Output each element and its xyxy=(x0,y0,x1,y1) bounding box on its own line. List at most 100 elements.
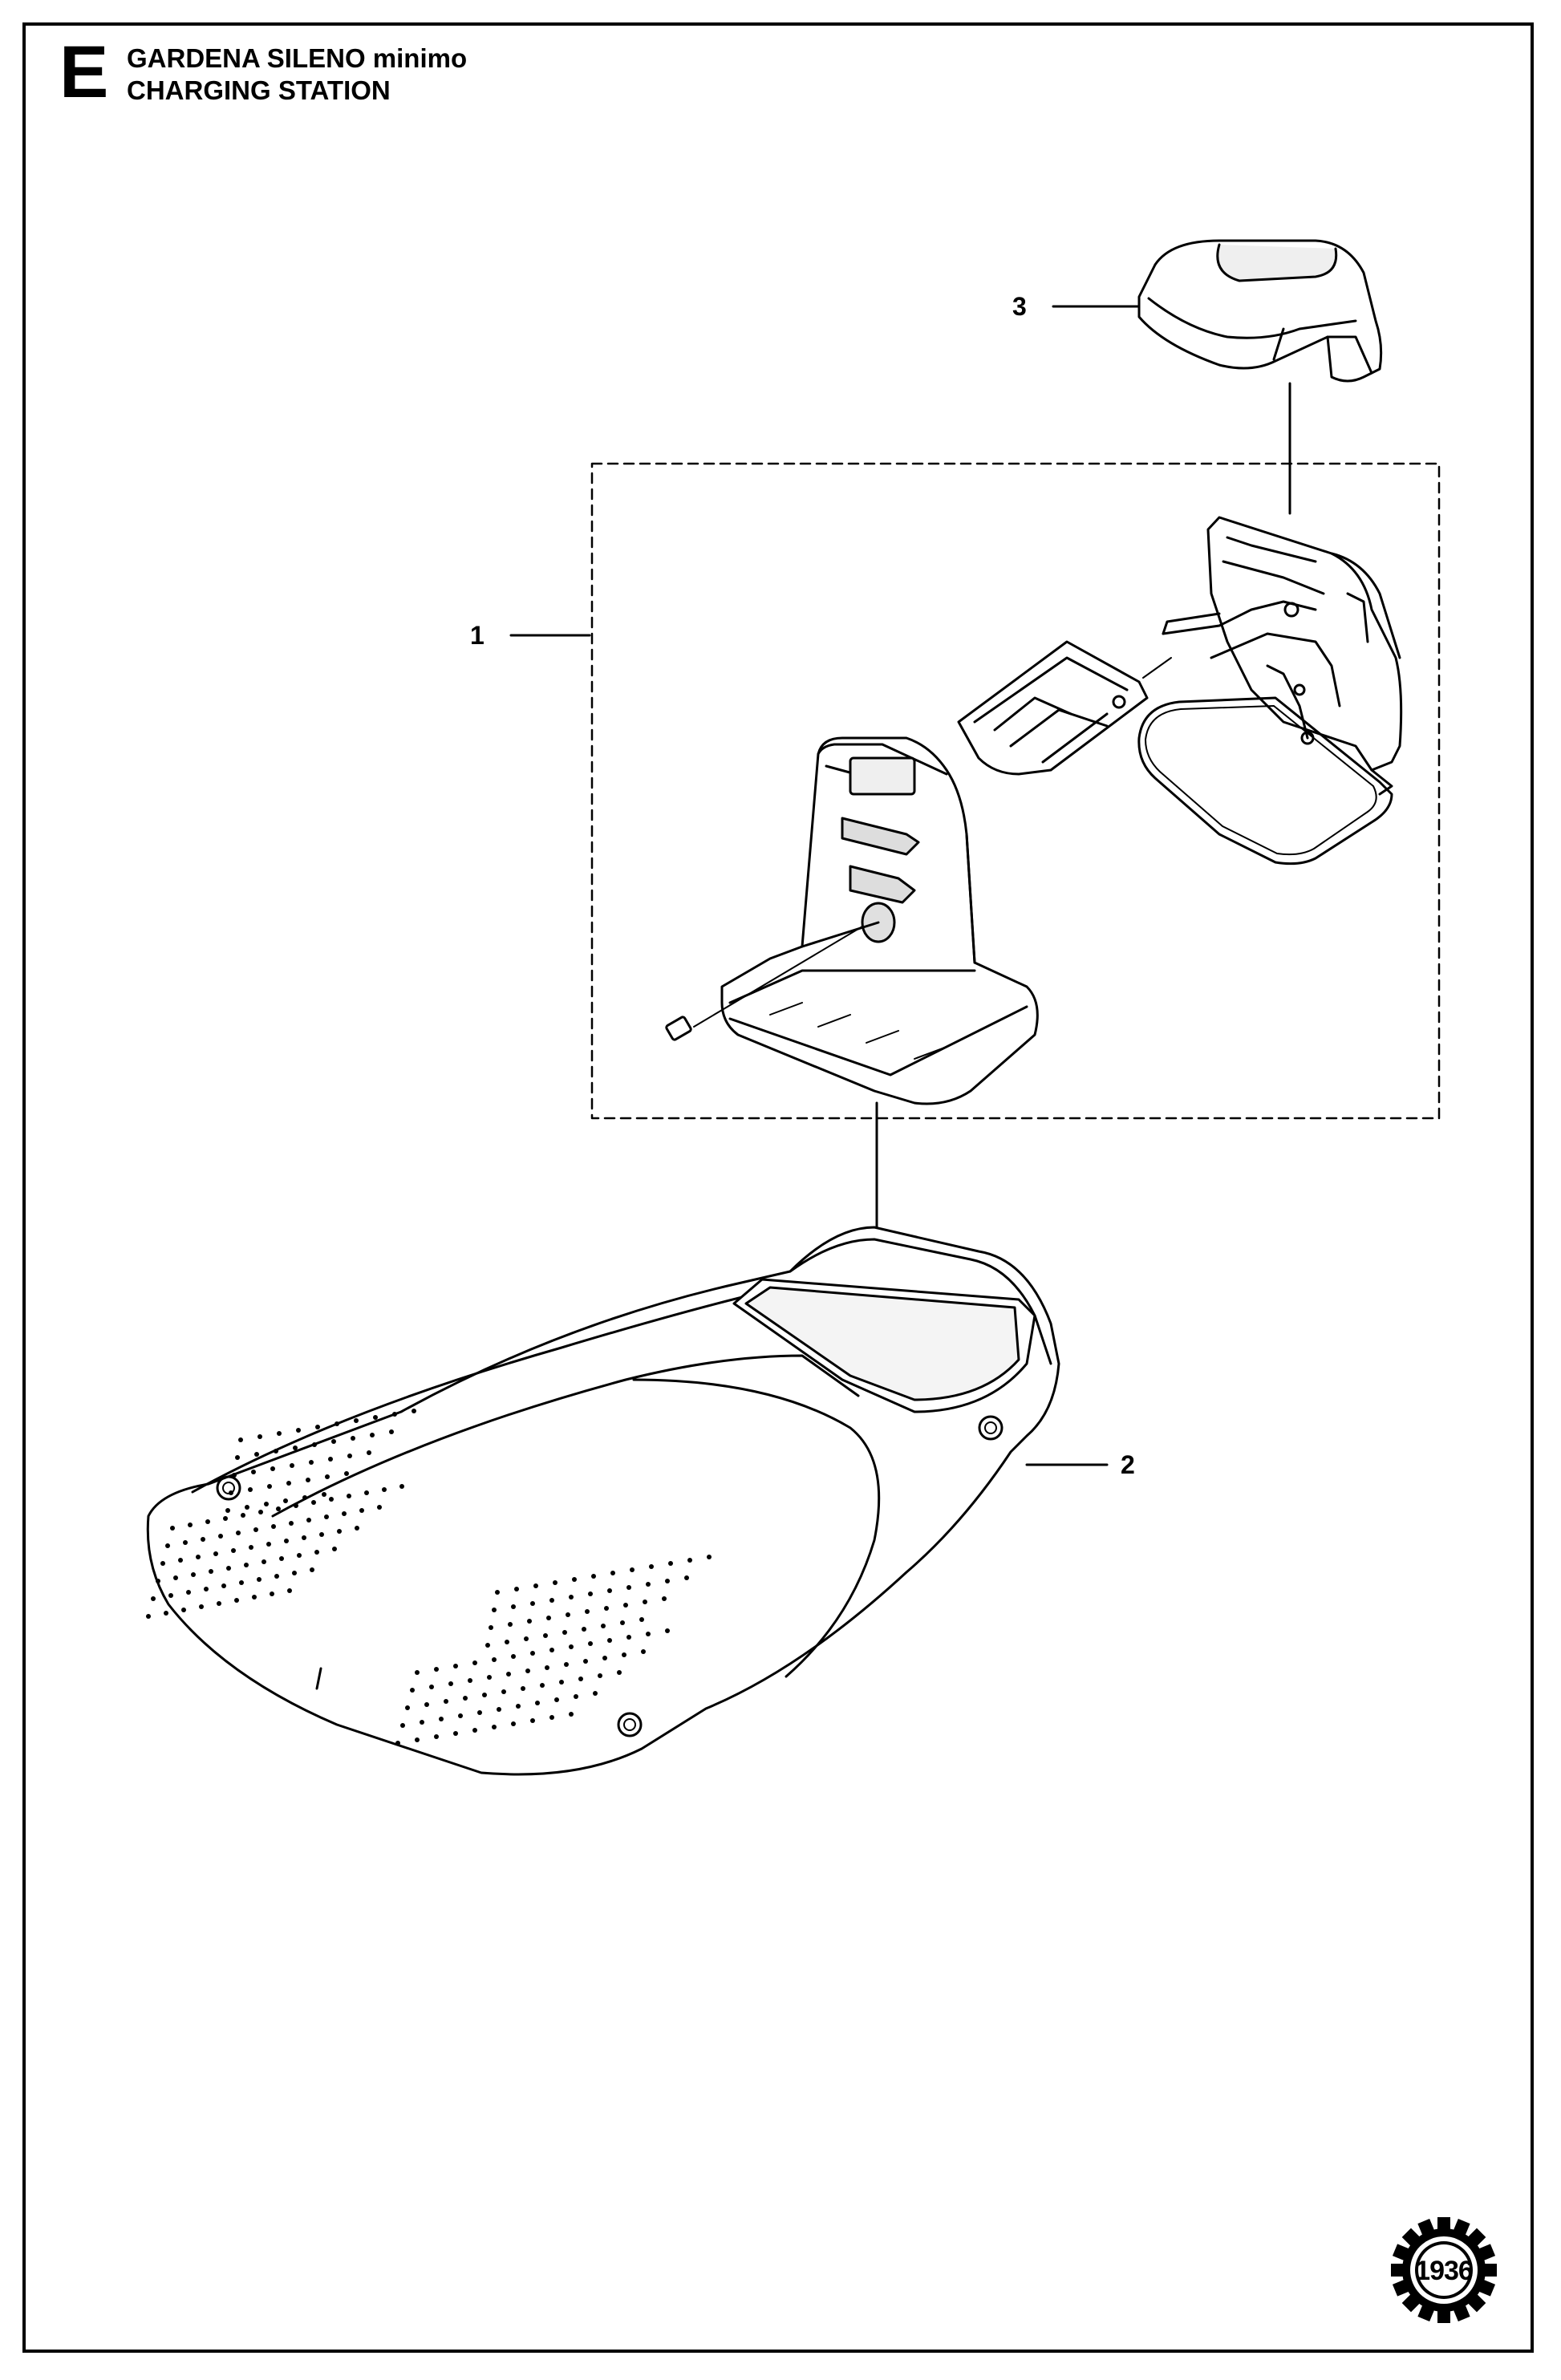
part-2-base-plate xyxy=(146,1226,1060,1776)
grip-dot xyxy=(487,1675,492,1680)
grip-dot xyxy=(217,1601,221,1606)
grip-dot xyxy=(566,1612,570,1617)
grip-dot xyxy=(453,1664,458,1668)
grip-dot xyxy=(329,1497,334,1502)
grip-dot xyxy=(252,1595,257,1600)
grip-dot xyxy=(359,1508,364,1513)
grip-dot xyxy=(344,1471,349,1476)
grip-dot xyxy=(546,1616,551,1620)
grip-dot xyxy=(549,1715,554,1720)
grip-dot xyxy=(223,1516,228,1521)
grip-dot xyxy=(354,1418,359,1423)
grip-dot xyxy=(253,1527,258,1532)
grip-dot xyxy=(204,1587,209,1591)
grip-dot xyxy=(229,1490,233,1495)
grip-dot xyxy=(506,1672,511,1677)
gear-tooth xyxy=(1451,2218,1470,2240)
grip-dot xyxy=(270,1466,275,1471)
gear-tooth xyxy=(1474,2277,1496,2297)
grip-dot xyxy=(646,1632,651,1636)
grip-dot xyxy=(290,1463,294,1468)
grip-dot xyxy=(231,1548,236,1553)
grip-dot xyxy=(535,1701,540,1705)
callout-3: 3 xyxy=(1012,292,1027,321)
grip-dot xyxy=(514,1587,519,1591)
grip-dot xyxy=(684,1575,689,1580)
grip-dot xyxy=(293,1445,298,1450)
grip-dot xyxy=(598,1673,602,1678)
grip-dot xyxy=(264,1502,269,1506)
grip-dot xyxy=(328,1457,333,1462)
grip-dot xyxy=(687,1558,692,1563)
grip-dot xyxy=(485,1643,490,1648)
grip-dot xyxy=(530,1651,535,1656)
grip-dot xyxy=(668,1561,673,1566)
grip-dot xyxy=(569,1712,574,1717)
grip-dot xyxy=(168,1593,173,1598)
grip-dot xyxy=(196,1555,201,1559)
gear-tooth xyxy=(1464,2290,1486,2313)
grip-dot xyxy=(415,1670,420,1675)
grip-dot xyxy=(530,1601,535,1606)
grip-dot xyxy=(199,1604,204,1609)
diagram-subtitle: CHARGING STATION xyxy=(127,75,391,105)
grip-dot xyxy=(238,1437,243,1442)
grip-dot xyxy=(325,1474,330,1479)
grip-dot xyxy=(564,1662,569,1667)
grip-dot xyxy=(164,1611,168,1616)
gear-tooth xyxy=(1474,2244,1496,2263)
gear-tooth xyxy=(1451,2300,1470,2322)
grip-dot xyxy=(533,1583,538,1588)
grip-dot xyxy=(521,1686,525,1691)
grip-dot xyxy=(267,1484,272,1489)
grip-dot xyxy=(337,1529,342,1534)
grip-dot xyxy=(244,1563,249,1567)
grip-dot xyxy=(468,1678,472,1683)
grip-dot xyxy=(364,1490,369,1495)
grip-dot xyxy=(424,1702,429,1707)
grip-dot xyxy=(156,1579,160,1583)
grip-dot xyxy=(582,1627,586,1632)
grip-dot xyxy=(607,1588,612,1593)
grip-dot xyxy=(477,1710,482,1715)
grip-dot xyxy=(392,1412,397,1417)
grip-dot xyxy=(540,1683,545,1688)
grip-dot xyxy=(254,1452,259,1457)
grip-dot xyxy=(271,1524,276,1529)
grip-dot xyxy=(583,1659,588,1664)
grip-dot xyxy=(309,1460,314,1465)
grip-dot xyxy=(562,1630,567,1635)
grip-dot xyxy=(439,1717,444,1721)
grip-dot xyxy=(444,1699,448,1704)
grip-dot xyxy=(649,1564,654,1569)
grip-dot xyxy=(665,1628,670,1633)
gear-tooth xyxy=(1392,2244,1414,2263)
grip-dot xyxy=(626,1635,631,1640)
gear-tooth xyxy=(1417,2300,1437,2322)
grip-dot xyxy=(572,1577,577,1582)
grip-dot xyxy=(284,1539,289,1543)
grip-dot xyxy=(497,1707,501,1712)
grip-dot xyxy=(429,1685,434,1689)
grip-dot xyxy=(235,1455,240,1460)
grip-dot xyxy=(472,1728,477,1733)
grip-dot xyxy=(559,1680,564,1685)
grip-dot xyxy=(370,1433,375,1437)
grip-dot xyxy=(489,1625,493,1630)
grip-dot xyxy=(662,1596,667,1601)
grip-dot xyxy=(617,1670,622,1675)
grip-dot xyxy=(276,1506,281,1511)
grip-dot xyxy=(205,1519,210,1524)
gear-tooth xyxy=(1479,2264,1497,2277)
grip-dot xyxy=(495,1590,500,1595)
grip-dot xyxy=(314,1550,319,1555)
gear-tooth xyxy=(1391,2264,1409,2277)
grip-dot xyxy=(218,1534,223,1539)
grip-dot xyxy=(258,1510,263,1514)
grip-dot xyxy=(239,1580,244,1585)
grip-dot xyxy=(492,1657,497,1662)
grip-dot xyxy=(351,1436,355,1441)
grip-dot xyxy=(434,1667,439,1672)
grip-dot xyxy=(622,1652,626,1657)
grip-dot xyxy=(302,1495,307,1500)
